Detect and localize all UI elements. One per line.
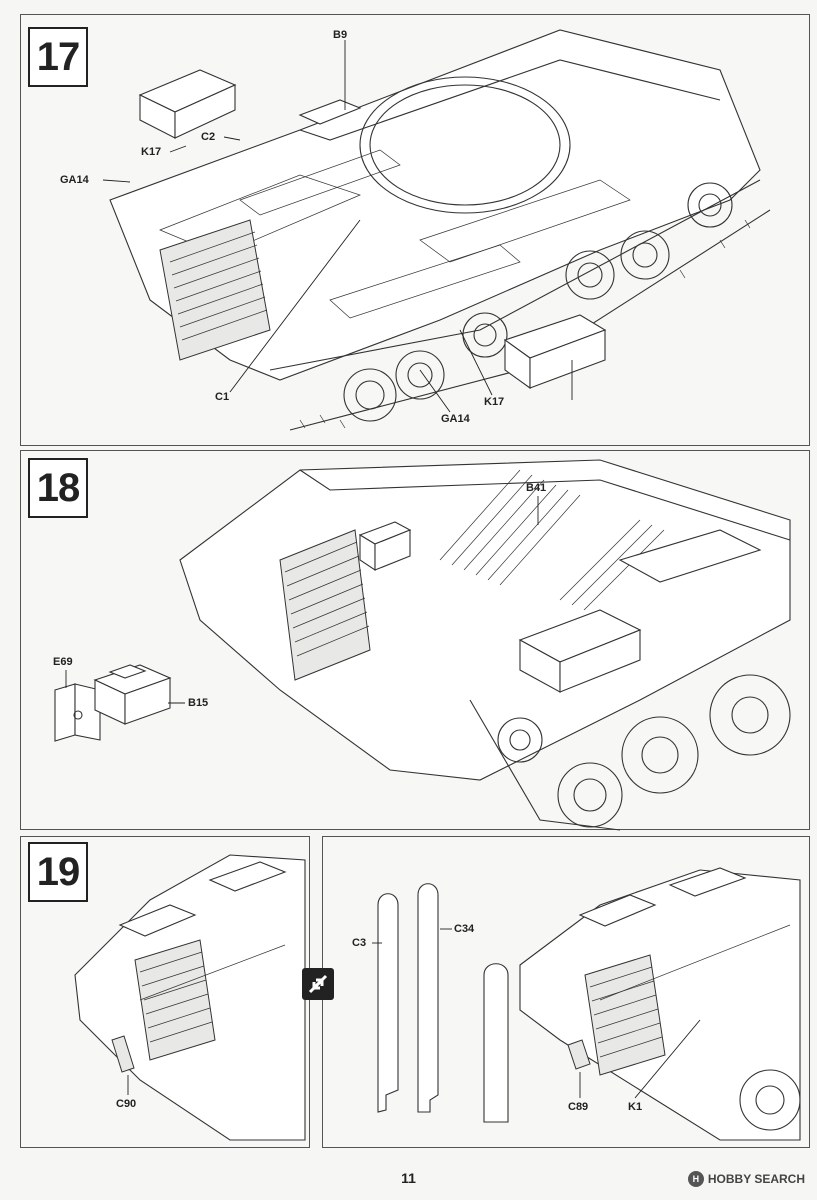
- part-label-c34: C34: [454, 923, 475, 935]
- hobby-search-logo-icon: H: [687, 1171, 704, 1187]
- part-label-b41: B41: [526, 482, 547, 494]
- part-label-k1: K1: [628, 1101, 643, 1113]
- part-label-e69: E69: [53, 656, 73, 668]
- part-label-k17-top: K17: [141, 146, 162, 158]
- step-18-number: 18: [28, 458, 88, 518]
- swap-arrows-icon: [308, 974, 328, 994]
- part-label-ga14-bottom: GA14: [441, 413, 470, 425]
- swap-view-icon: [302, 968, 334, 1000]
- part-label-ga14-left: GA14: [60, 174, 89, 186]
- part-label-k17-bottom: K17: [484, 396, 505, 408]
- part-label-b15: B15: [188, 697, 209, 709]
- step-17-number: 17: [28, 27, 88, 87]
- hobby-search-watermark: H HOBBY SEARCH: [687, 1171, 805, 1187]
- part-label-c3: C3: [352, 937, 367, 949]
- part-label-c2: C2: [201, 131, 216, 143]
- page-number: 11: [401, 1170, 416, 1186]
- part-label-c89: C89: [568, 1101, 589, 1113]
- part-label-b9: B9: [333, 29, 348, 41]
- watermark-text: HOBBY SEARCH: [707, 1172, 805, 1186]
- part-label-c1: C1: [215, 391, 230, 403]
- part-label-c90: C90: [116, 1098, 137, 1110]
- step-19-number: 19: [28, 842, 88, 902]
